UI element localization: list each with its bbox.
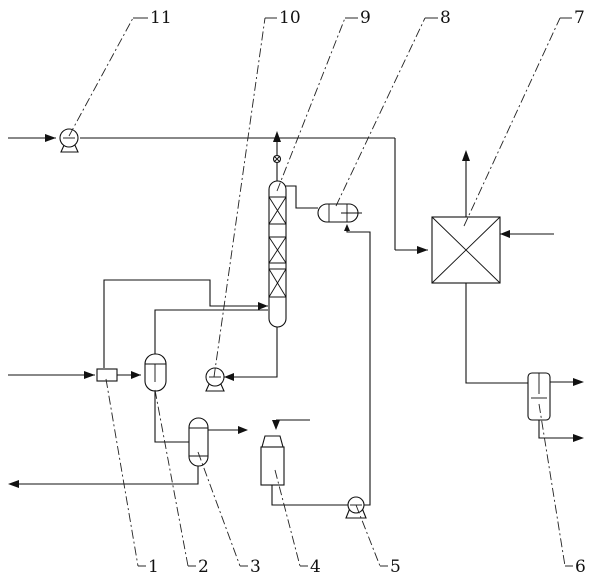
flow-arrows <box>8 131 584 488</box>
arrow-recycle-to-column <box>258 302 268 310</box>
piping <box>8 137 582 506</box>
arrow-vessel-4-inlet <box>272 420 280 430</box>
vessel-4-to-pump-5-line <box>271 485 348 506</box>
arrow-reactor-7-side-feed <box>500 230 510 238</box>
vessel-4 <box>260 435 285 486</box>
arrow-filter-to-separator <box>131 371 141 379</box>
separator-vapor-line <box>154 309 268 355</box>
recycle-loop-line <box>103 279 268 368</box>
label-5: 5 <box>390 557 401 576</box>
leader-8 <box>335 17 426 207</box>
arrow-column-vent <box>273 131 281 142</box>
arrow-feed-left <box>84 371 95 379</box>
reactor-7 <box>431 216 501 284</box>
pump-5 <box>345 496 367 519</box>
column-bottoms-line <box>224 325 278 378</box>
leader-11 <box>68 17 134 137</box>
pump-10 <box>205 367 225 392</box>
label-8: 8 <box>440 8 451 28</box>
label-11: 11 <box>150 8 172 28</box>
tank-3 <box>188 417 209 467</box>
label-10: 10 <box>279 8 301 28</box>
leader-2 <box>154 389 189 567</box>
arrow-unit-6-top <box>573 378 584 386</box>
leader-3 <box>197 451 241 567</box>
leader-6 <box>538 403 566 567</box>
vent-valve-symbol <box>272 154 282 164</box>
leader-5 <box>355 504 381 567</box>
reactor-7-bottom-line <box>465 283 528 384</box>
equipment-labels: 11 10 9 8 7 1 2 3 4 5 6 <box>148 8 586 576</box>
separator-liquid-line <box>154 391 189 443</box>
arrow-tank-3-outlet <box>8 480 19 488</box>
condenser-8 <box>317 203 362 223</box>
arrow-feed-top <box>45 134 56 142</box>
pump-11 <box>59 128 79 153</box>
label-2: 2 <box>198 557 209 576</box>
arrow-column-to-pump-10 <box>224 373 234 381</box>
leader-7 <box>463 17 561 227</box>
leader-10 <box>213 17 266 378</box>
leader-lines <box>68 17 566 567</box>
label-6: 6 <box>575 557 586 576</box>
unit-6 <box>527 372 551 421</box>
distillation-column-9 <box>268 180 287 328</box>
overhead-vapor-line <box>277 185 318 209</box>
label-ticks <box>133 17 573 567</box>
leader-9 <box>276 17 346 192</box>
label-4: 4 <box>310 557 321 576</box>
tank-3-outlet-line <box>12 466 199 485</box>
arrow-unit-6-bottom <box>573 434 584 442</box>
arrow-condenser-inlet <box>344 224 350 231</box>
arrow-to-vessel-4 <box>238 426 248 434</box>
condensate-line <box>346 228 371 506</box>
separator-2 <box>144 353 167 392</box>
label-3: 3 <box>250 557 261 576</box>
leader-1 <box>105 378 139 567</box>
arrow-reactor-7-vent <box>462 150 470 161</box>
filter-1 <box>96 368 118 382</box>
arrow-to-reactor-7 <box>417 246 428 254</box>
label-7: 7 <box>574 8 585 28</box>
label-9: 9 <box>360 8 371 28</box>
label-1: 1 <box>148 557 159 576</box>
